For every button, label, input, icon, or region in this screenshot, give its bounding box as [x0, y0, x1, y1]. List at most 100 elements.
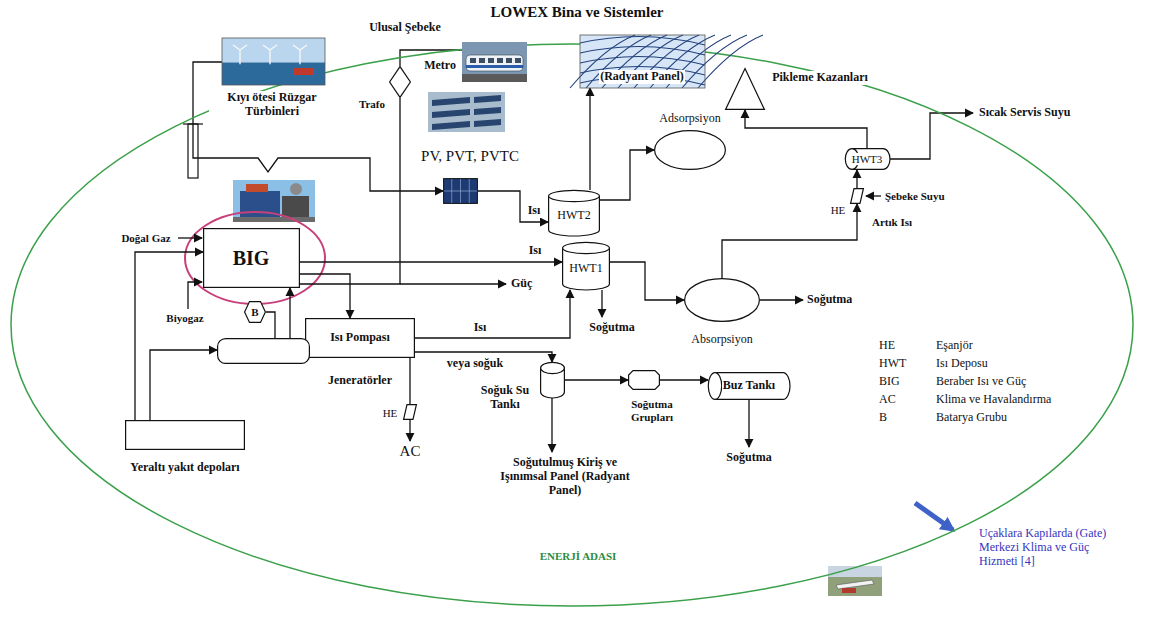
engine-part [246, 184, 268, 192]
shape-outline [850, 188, 864, 204]
label-anchor: Sıcak Servis Suyu [0, 0, 93, 14]
ice-tank: Buz Tankı [708, 372, 790, 400]
shape-outline [462, 42, 527, 82]
label-anchor: HWT [0, 0, 29, 14]
label-text: Batarya Grubu [935, 411, 1008, 425]
label-anchor: HE [0, 0, 18, 14]
diagram-title: LOWEX Bina ve Sistemler [490, 4, 665, 21]
label-anchor: Batarya Grubu [0, 0, 73, 14]
flow-arrow [409, 420, 410, 441]
photo-track [462, 74, 527, 82]
shape-outline [540, 362, 565, 398]
node-text: Trafo [358, 98, 386, 111]
photo-ground [233, 180, 315, 222]
connector [300, 261, 562, 262]
node-text: Kıyı ötesi Rüzgar Türbinleri [209, 91, 336, 119]
tank-cap [541, 362, 565, 373]
node-text: HWT2 [556, 209, 591, 223]
flow-arrow [760, 299, 803, 300]
connector [409, 358, 410, 404]
hot-water-tank: HWT2 [548, 190, 600, 236]
label-anchor: Uçaklara Kapılarda (Gate) Merkezi Klima … [0, 0, 137, 41]
pv-grid [444, 191, 477, 192]
tank-cap [708, 373, 721, 400]
pv-field-photo [428, 92, 505, 132]
label-anchor: BIG [0, 0, 23, 14]
label-anchor: Soğutma [0, 0, 47, 14]
node-text: Ulusal Şebeke [368, 21, 442, 35]
label-anchor: Isı [0, 0, 15, 14]
roof-lattice [580, 56, 705, 65]
label-text: Soğutma [588, 321, 635, 335]
label-anchor: AC [0, 0, 19, 14]
energy-island-outline: ENERJİ ADASIUlusal ŞebekeTrafoKıyı ötesi… [10, 43, 1134, 607]
node-text: Isı Pompası [329, 331, 391, 345]
adsorption-chiller: Adsorpsiyon [654, 130, 726, 170]
tank-cap [549, 190, 600, 201]
node-text: HE [830, 204, 847, 217]
label-text: Güç [510, 277, 533, 291]
train-window [497, 58, 503, 63]
photo-ground [462, 42, 527, 82]
tank-body [715, 373, 790, 400]
aircraft [836, 580, 874, 589]
ellipse-shape [685, 279, 760, 322]
node-text: Adsorpsiyon [658, 112, 721, 126]
hot-water-tank: HWT3 [845, 148, 890, 170]
flow-arrow [188, 282, 202, 309]
roof-lattice [698, 35, 763, 88]
exchanger-shape [404, 405, 417, 420]
label-anchor: Eşanjör [0, 0, 39, 14]
flow-arrow [866, 195, 881, 196]
connector [415, 290, 570, 338]
connector [610, 262, 684, 300]
label-text: Klima ve Havalandırma [935, 393, 1052, 407]
metro-photo: Metro [462, 42, 527, 82]
exchanger-shape [851, 189, 864, 204]
node-text: HWT3 [851, 153, 884, 166]
highlight-ring [185, 212, 325, 304]
label-text: Beraber Isı ve Güç [935, 375, 1027, 389]
roof-lattice [580, 36, 705, 45]
pointer-arrow [915, 503, 953, 530]
label-anchor: LOWEX Bina ve Sistemler [0, 0, 175, 17]
pv-panel: PV, PVT, PVTC [443, 178, 478, 204]
flow-arrow [178, 237, 202, 238]
box-shape [306, 319, 415, 358]
box-shape [218, 339, 310, 364]
fuel-storage-box: Yeraltı yakıt depoları [125, 420, 245, 450]
label-anchor: Soğutma [0, 0, 47, 14]
wind-turbine [293, 45, 307, 64]
label-text: HWT [878, 357, 907, 371]
label-text: B [878, 411, 888, 425]
label-anchor: Isı [0, 0, 15, 14]
offshore-wind-photo: Kıyı ötesi Rüzgar Türbinleri [222, 38, 325, 85]
photo-sky [580, 35, 705, 88]
cold-water-tank: Soğuk Su Tankı [540, 362, 565, 398]
chp-unit-box: BIG [203, 228, 300, 288]
train-stripe [466, 65, 523, 68]
label-text: Soğutma [725, 451, 772, 465]
radiant-panel-photo: (Radyant Panel) [580, 35, 705, 88]
connector [856, 170, 857, 188]
node-text: Soğutma Grupları [621, 398, 683, 423]
shape-outline [125, 420, 245, 450]
train-window [470, 58, 476, 63]
shape-outline [443, 178, 478, 204]
photo-ground [428, 92, 505, 132]
label-anchor: Şebeke Suyu [0, 0, 62, 13]
label-text: HE [878, 339, 896, 353]
label-text: Şebeke Suyu [884, 190, 946, 203]
heat-exchanger: HE [850, 188, 864, 204]
node-text: HWT1 [568, 262, 603, 276]
edge-label: veya soğuk [446, 357, 504, 371]
train-body [466, 55, 523, 71]
tank-cap [563, 242, 610, 253]
shape-outline [403, 404, 417, 420]
label-text: Isı Deposu [935, 357, 989, 371]
label-text: Biyogaz [165, 312, 204, 325]
photo-frame [580, 35, 705, 88]
node-text: (Radyant Panel) [599, 70, 685, 84]
connector [722, 204, 857, 278]
label-anchor: Soğutulmuş Kiriş ve Işınımsal Panel (Rad… [0, 0, 132, 41]
